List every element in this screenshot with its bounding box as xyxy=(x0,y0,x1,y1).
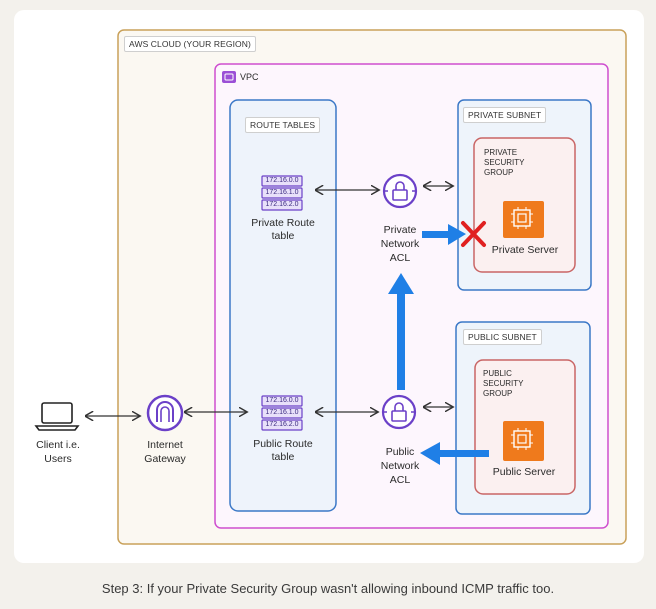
private-nacl-label-line1: Private xyxy=(383,224,417,236)
private-route-3: 172.16.2.0 xyxy=(265,201,299,208)
private-sg-label-line3: GROUP xyxy=(484,168,514,177)
public-route-table-icon xyxy=(261,395,303,431)
public-route-1: 172.16.0.0 xyxy=(265,397,299,404)
public-nacl-icon xyxy=(381,394,417,430)
public-subnet-label: PUBLIC SUBNET xyxy=(463,329,542,345)
flow-arrow-to-public-nacl xyxy=(420,442,489,465)
caption: Step 3: If your Private Security Group w… xyxy=(101,581,555,596)
private-nacl-label-line2: Network xyxy=(380,238,420,250)
route-tables-label: ROUTE TABLES xyxy=(245,117,321,133)
private-server-ec2-icon xyxy=(503,201,544,238)
public-nacl-label-line3: ACL xyxy=(389,474,411,486)
private-sg-label-line1: PRIVATE xyxy=(484,148,518,157)
private-subnet-label: PRIVATE SUBNET xyxy=(463,107,547,123)
public-route-table-name: Public Route table xyxy=(253,438,313,463)
aws-cloud-label: AWS CLOUD (YOUR REGION) xyxy=(124,36,256,52)
private-server-label: Private Server xyxy=(491,244,559,256)
private-route-2: 172.16.1.0 xyxy=(265,189,299,196)
public-sg-label-line2: SECURITY xyxy=(483,379,524,388)
route-tables-box xyxy=(229,99,337,512)
private-nacl-label-line3: ACL xyxy=(389,252,411,264)
public-nacl-label-line1: Public xyxy=(385,446,415,458)
private-nacl-icon xyxy=(382,173,418,209)
public-nacl-label-line2: Network xyxy=(380,460,420,472)
flow-arrow-up xyxy=(388,273,414,390)
private-sg-label-line2: SECURITY xyxy=(484,158,525,167)
private-route-table-icon xyxy=(261,175,303,211)
internet-gateway-icon xyxy=(146,394,184,432)
gateway-label-line2: Gateway xyxy=(144,453,186,465)
private-route-table-name: Private Route table xyxy=(251,217,315,242)
private-route-1: 172.16.0.0 xyxy=(265,177,299,184)
public-route-2: 172.16.1.0 xyxy=(265,409,299,416)
client-label-line2: Users xyxy=(44,453,72,465)
blocked-x-icon xyxy=(461,221,486,247)
public-server-label: Public Server xyxy=(492,466,556,478)
public-route-3: 172.16.2.0 xyxy=(265,421,299,428)
client-label-line1: Client i.e. xyxy=(36,439,80,451)
vpc-label: VPC xyxy=(240,72,259,82)
laptop-icon xyxy=(34,402,80,431)
public-sg-label-line3: GROUP xyxy=(483,389,513,398)
flow-arrow-to-private-server xyxy=(422,224,466,245)
vpc-icon xyxy=(222,71,236,83)
public-sg-label-line1: PUBLIC xyxy=(483,369,512,378)
public-server-ec2-icon xyxy=(503,421,544,461)
gateway-label-line1: Internet xyxy=(147,439,183,451)
